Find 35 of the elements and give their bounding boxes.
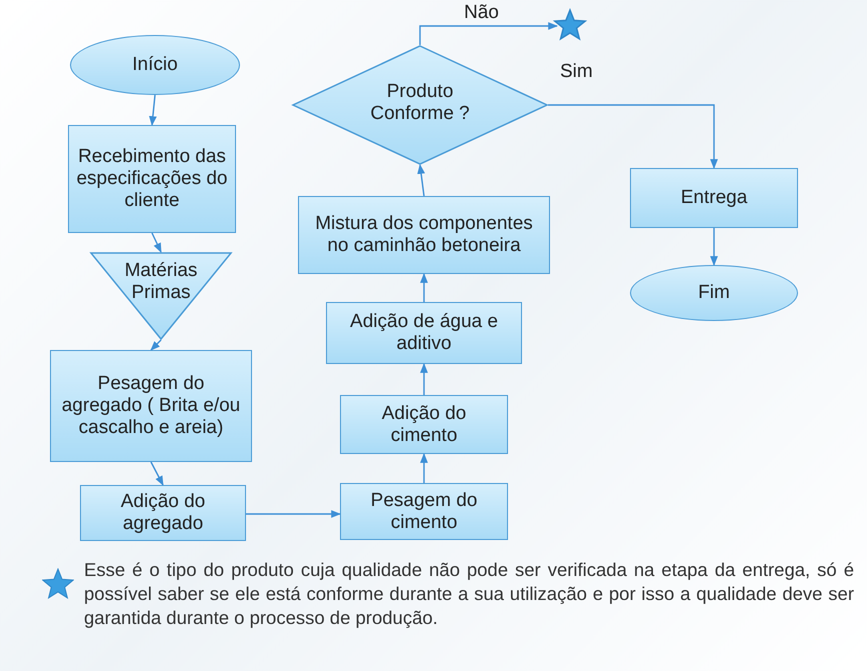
arrow [417,164,426,196]
footnote-text: Esse é o tipo do produto cuja qualidade não pode ser verificada na etapa da entrega, só é possível saber se ele está conforme durante a sua utilização e por isso a qualidade deve ser garantida durante o processo de produção. [84,558,854,630]
arrow [246,510,341,518]
edge-label: Não [463,2,500,24]
node-text: Pesagem do agregado ( Brita e/ou cascalho e areia) [60,373,242,439]
node-text: Adição de água e aditivo [349,311,499,355]
arrow [420,363,428,395]
process-box [340,483,508,540]
arrow [419,22,558,45]
arrow [710,228,718,266]
process-box [326,302,522,364]
node-text: Pesagem do cimento [370,490,478,534]
arrow [151,232,162,253]
node-text: Recebimento das especificações do cliente [75,146,229,212]
arrow [148,94,157,126]
process-box [50,350,252,462]
process-box [80,485,246,541]
arrow [420,453,428,483]
process-box [298,196,550,274]
process-box [68,125,236,233]
node-text: Início [132,54,178,76]
arrow [548,104,718,169]
node-text: Adição do cimento [380,402,468,446]
node-text: Mistura dos componentes no caminhão betoneira [314,213,534,257]
process-box [630,168,798,228]
arrow [150,462,164,486]
node-text: Matérias Primas [124,260,198,304]
node-text: Entrega [680,187,748,209]
process-box [340,395,508,454]
node-text: Adição do agregado [120,491,206,535]
arrow [150,340,162,351]
node-text: Produto Conforme ? [369,81,471,125]
edge-label: Sim [559,61,594,83]
node-text: Fim [698,282,730,304]
arrow [420,273,428,302]
